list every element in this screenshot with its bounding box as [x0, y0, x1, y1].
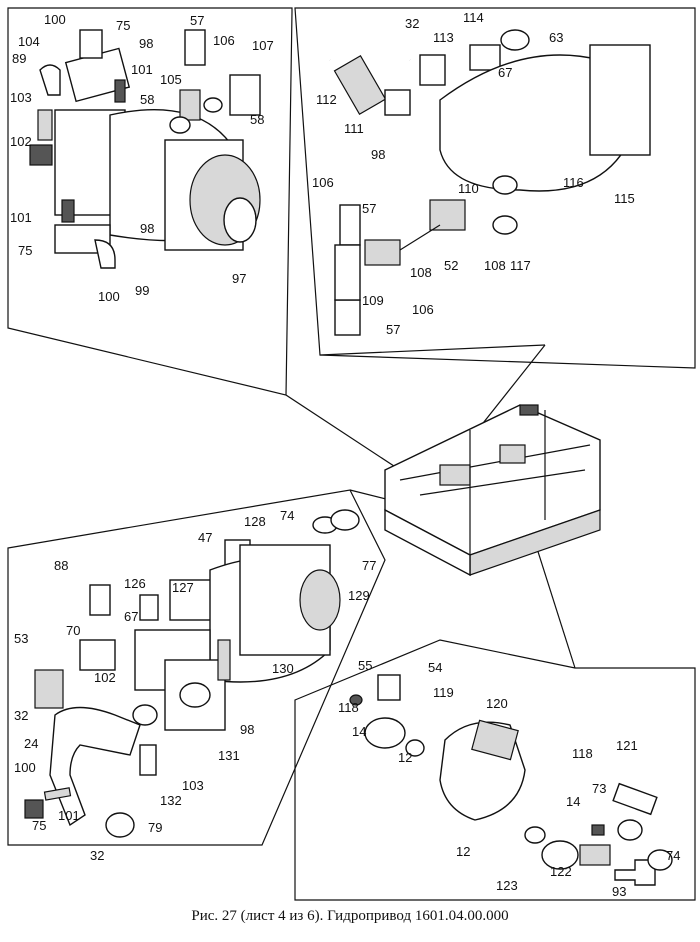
- callout-110: 110: [458, 181, 479, 196]
- callout-116: 116: [563, 175, 584, 190]
- callout-117: 117: [510, 258, 531, 273]
- callout-120: 120: [486, 696, 508, 711]
- callout-89: 89: [12, 51, 26, 66]
- callouts-top-right: 32 113 114 63 67 112 111 98 115 106 57 110 116 52 108 1…: [312, 10, 635, 337]
- callout-79: 79: [148, 820, 162, 835]
- callout-77: 77: [362, 558, 376, 573]
- callout-24: 24: [24, 736, 38, 751]
- callout-100: 100: [98, 289, 120, 304]
- callout-109: 109: [362, 293, 384, 308]
- callout-126: 126: [124, 576, 146, 591]
- callout-108: 108: [410, 265, 432, 280]
- callout-103: 103: [10, 90, 32, 105]
- callout-52: 52: [444, 258, 458, 273]
- callout-98: 98: [140, 221, 154, 236]
- callout-70: 70: [66, 623, 80, 638]
- callout-112: 112: [316, 92, 337, 107]
- callout-75: 75: [18, 243, 32, 258]
- machine-frame: [384, 404, 601, 577]
- callout-127: 127: [172, 580, 194, 595]
- pump-assembly-top-left: [29, 29, 261, 269]
- callout-99: 99: [135, 283, 149, 298]
- figure-caption: Рис. 27 (лист 4 из 6). Гидропривод 1601.…: [191, 908, 509, 924]
- leader-line: [319, 344, 546, 356]
- callout-101: 101: [131, 62, 153, 77]
- callout-121: 121: [616, 738, 638, 753]
- callout-108: 108: [484, 258, 506, 273]
- callout-14: 14: [352, 724, 366, 739]
- callout-105: 105: [160, 72, 182, 87]
- callout-115: 115: [614, 191, 635, 206]
- callout-12: 12: [398, 750, 412, 765]
- callout-106: 106: [312, 175, 334, 190]
- callout-98: 98: [371, 147, 385, 162]
- callout-100: 100: [14, 760, 36, 775]
- callout-123: 123: [496, 878, 518, 893]
- callout-118: 118: [338, 700, 359, 715]
- callout-119: 119: [433, 685, 454, 700]
- callout-106: 106: [213, 33, 235, 48]
- callout-111: 111: [344, 121, 364, 136]
- callout-93: 93: [612, 884, 626, 899]
- callout-103: 103: [182, 778, 204, 793]
- callout-101: 101: [10, 210, 32, 225]
- callout-32: 32: [90, 848, 104, 863]
- callout-74: 74: [280, 508, 294, 523]
- callout-67: 67: [498, 65, 512, 80]
- callout-14: 14: [566, 794, 580, 809]
- callout-57: 57: [190, 13, 204, 28]
- callout-67: 67: [124, 609, 138, 624]
- callout-32: 32: [405, 16, 419, 31]
- callout-132: 132: [160, 793, 182, 808]
- callout-118: 118: [572, 746, 593, 761]
- callouts-top-left: 100 75 104 98 57 106 107 89 101 105 103 58 58 102 101 9…: [10, 12, 274, 304]
- callout-63: 63: [549, 30, 563, 45]
- frame-bottom-right: [294, 639, 696, 901]
- callout-98: 98: [240, 722, 254, 737]
- callout-12: 12: [456, 844, 470, 859]
- callout-128: 128: [244, 514, 266, 529]
- callouts-bottom-right: 55 54 118 119 120 14 12 121 118 73 14 12 74 123 122 93: [338, 658, 680, 899]
- callout-102: 102: [10, 134, 32, 149]
- callout-75: 75: [32, 818, 46, 833]
- callout-101: 101: [58, 808, 80, 823]
- callout-97: 97: [232, 271, 246, 286]
- callout-114: 114: [463, 10, 484, 25]
- callout-129: 129: [348, 588, 370, 603]
- callout-55: 55: [358, 658, 372, 673]
- callout-74: 74: [666, 848, 680, 863]
- callout-122: 122: [550, 864, 572, 879]
- callout-131: 131: [218, 748, 240, 763]
- callout-88: 88: [54, 558, 68, 573]
- callout-107: 107: [252, 38, 274, 53]
- callout-104: 104: [18, 34, 40, 49]
- callout-53: 53: [14, 631, 28, 646]
- callout-98: 98: [139, 36, 153, 51]
- callout-58: 58: [250, 112, 264, 127]
- callout-58: 58: [140, 92, 154, 107]
- callout-130: 130: [272, 661, 294, 676]
- callout-113: 113: [433, 30, 454, 45]
- frame-top-right: [294, 7, 696, 369]
- filter-assembly-top-right: [322, 25, 651, 336]
- callout-57: 57: [362, 201, 376, 216]
- pump-assembly-bottom-left: [24, 509, 360, 838]
- callout-32: 32: [14, 708, 28, 723]
- callout-102: 102: [94, 670, 116, 685]
- callout-106: 106: [412, 302, 434, 317]
- tank-assembly-bottom-right: [349, 674, 673, 886]
- callout-75: 75: [116, 18, 130, 33]
- callout-57: 57: [386, 322, 400, 337]
- callout-100: 100: [44, 12, 66, 27]
- callout-47: 47: [198, 530, 212, 545]
- frame-top-left: [7, 7, 401, 471]
- callout-73: 73: [592, 781, 606, 796]
- callouts-bottom-left: 128 74 47 77 88 126 127 129 67 70 53 102 130 98 32 24 13…: [14, 508, 376, 863]
- callout-54: 54: [428, 660, 442, 675]
- frame-bottom-left: [7, 489, 386, 846]
